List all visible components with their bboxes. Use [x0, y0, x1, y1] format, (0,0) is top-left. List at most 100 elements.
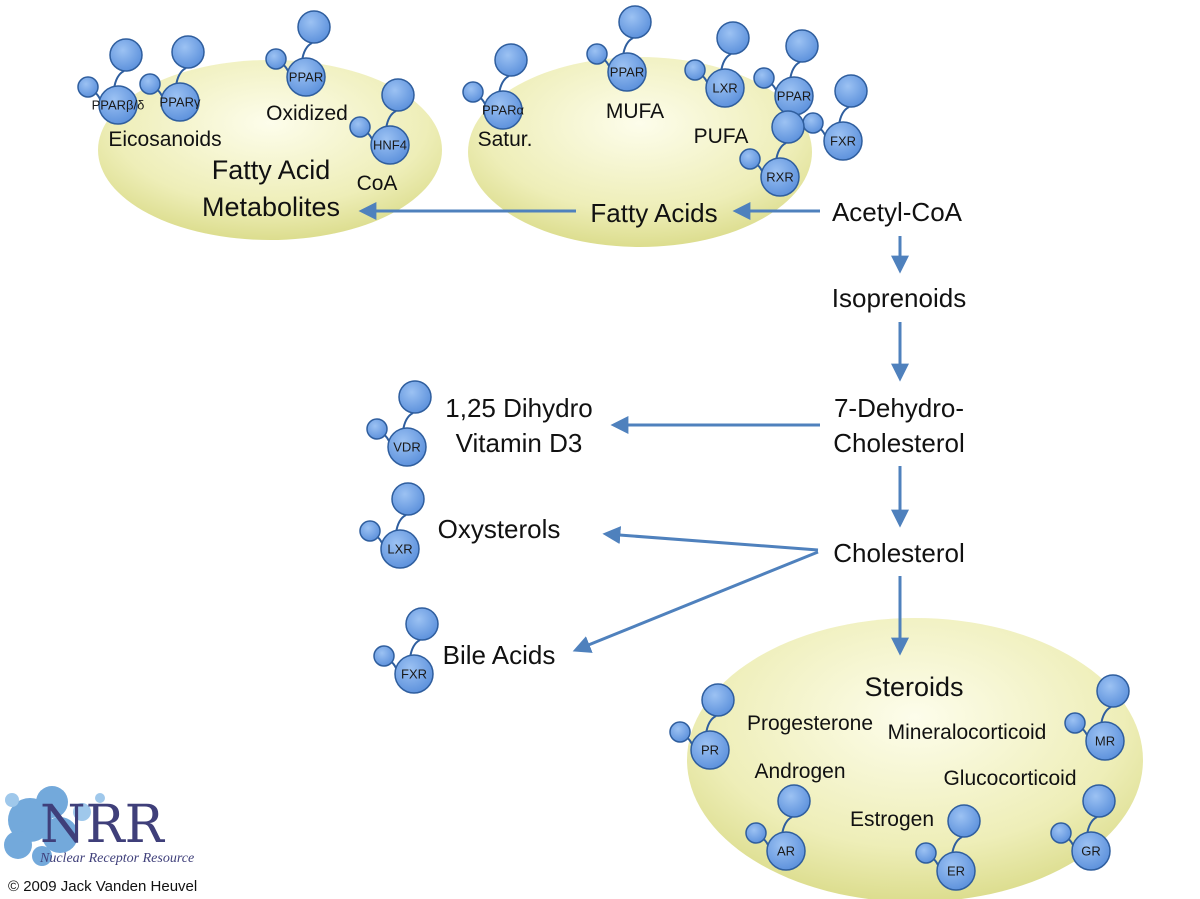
vitamin-d3-label-line1: 1,25 Dihydro: [445, 393, 592, 423]
receptor-label: HNF4: [373, 138, 407, 153]
estrogen-label: Estrogen: [850, 808, 934, 831]
receptor-body: [705, 68, 745, 108]
receptor-rxr-icon: RXR: [739, 110, 805, 197]
oxysterols-label: Oxysterols: [438, 514, 561, 544]
receptor-dna-domain: [753, 67, 775, 89]
dehydrocholesterol-label-line1: 7-Dehydro-: [834, 393, 964, 423]
receptor-body: [387, 427, 427, 467]
receptor-label: PR: [701, 743, 719, 758]
receptor-dna-domain: [802, 112, 824, 134]
androgen-label: Androgen: [754, 760, 845, 783]
receptor-ppar-a-icon: PPARα: [462, 43, 528, 130]
receptor-dna-domain: [366, 418, 388, 440]
receptor-body: [607, 52, 647, 92]
receptor-label: RXR: [766, 170, 793, 185]
receptor-ppar-oxidized-icon: PPAR: [265, 10, 331, 97]
receptor-label: PPARβ/δ: [92, 98, 145, 113]
receptor-gr-icon: GR: [1050, 784, 1116, 871]
receptor-label: PPAR: [610, 65, 644, 80]
mufa-label: MUFA: [606, 100, 664, 123]
satur-label: Satur.: [478, 128, 533, 151]
pufa-label: PUFA: [694, 125, 749, 148]
receptor-body: [760, 157, 800, 197]
receptor-fxr-bile-icon: FXR: [373, 607, 439, 694]
logo-splash-icon: [4, 786, 105, 866]
cholesterol-label: Cholesterol: [833, 538, 965, 568]
receptor-label: PPAR: [289, 70, 323, 85]
receptor-label: LXR: [387, 542, 412, 557]
logo-mark: NRR: [40, 795, 166, 855]
receptor-dna-domain: [745, 822, 767, 844]
receptor-label: AR: [777, 844, 795, 859]
receptor-ligand-domain: [494, 43, 528, 77]
logo-subtitle: Nuclear Receptor Resource: [39, 851, 194, 866]
receptor-ar-icon: AR: [745, 784, 811, 871]
receptor-label: VDR: [393, 440, 420, 455]
receptor-lxr-oxy-icon: LXR: [359, 482, 425, 569]
receptor-label: FXR: [830, 134, 856, 149]
receptor-ligand-domain: [405, 607, 439, 641]
receptor-body: [483, 90, 523, 130]
receptor-ligand-domain: [777, 784, 811, 818]
receptor-dna-domain: [349, 116, 371, 138]
receptor-dna-domain: [77, 76, 99, 98]
bile-acids-label: Bile Acids: [443, 640, 556, 670]
receptor-dna-domain: [684, 59, 706, 81]
receptor-dna-domain: [373, 645, 395, 667]
receptor-dna-domain: [669, 721, 691, 743]
receptor-label: GR: [1081, 844, 1101, 859]
receptor-vdr-icon: VDR: [366, 380, 432, 467]
receptor-ppar-g-icon: PPARγ: [139, 35, 205, 122]
receptor-er-icon: ER: [915, 804, 981, 891]
receptor-dna-domain: [359, 520, 381, 542]
receptor-body: [370, 125, 410, 165]
receptor-label: LXR: [712, 81, 737, 96]
coa-label: CoA: [357, 172, 398, 195]
receptor-hnf4-icon: HNF4: [349, 78, 415, 165]
receptor-dna-domain: [915, 842, 937, 864]
oxidized-label: Oxidized: [266, 102, 348, 125]
receptor-body: [766, 831, 806, 871]
receptor-mr-icon: MR: [1064, 674, 1130, 761]
mineralocorticoid-label: Mineralocorticoid: [888, 721, 1047, 744]
receptor-label: MR: [1095, 734, 1115, 749]
progesterone-label: Progesterone: [747, 712, 873, 735]
receptor-body: [1085, 721, 1125, 761]
receptor-ligand-domain: [398, 380, 432, 414]
arrow-cholesterol-to-bileacids: [572, 550, 819, 653]
vitamin-d3-label-line2: Vitamin D3: [456, 428, 583, 458]
receptor-ligand-domain: [947, 804, 981, 838]
receptor-body: [98, 85, 138, 125]
receptor-ligand-domain: [391, 482, 425, 516]
receptor-body: [823, 121, 863, 161]
receptor-dna-domain: [1050, 822, 1072, 844]
steroids-label: Steroids: [864, 672, 963, 702]
nrr-logo: NRR Nuclear Receptor Resource: [4, 786, 194, 866]
isoprenoids-label: Isoprenoids: [832, 283, 966, 313]
arrows: [358, 202, 909, 656]
receptor-body: [394, 654, 434, 694]
fatty-acid-metabolites-label-line2: Metabolites: [202, 192, 340, 222]
receptor-label: PPAR: [777, 89, 811, 104]
dehydrocholesterol-label-line2: Cholesterol: [833, 428, 965, 458]
receptor-ligand-domain: [834, 74, 868, 108]
receptor-label: FXR: [401, 667, 427, 682]
receptor-dna-domain: [265, 48, 287, 70]
receptor-dna-domain: [139, 73, 161, 95]
eicosanoids-label: Eicosanoids: [108, 128, 221, 151]
receptor-ligand-domain: [771, 110, 805, 144]
receptor-dna-domain: [586, 43, 608, 65]
receptor-ligand-domain: [297, 10, 331, 44]
glucocorticoid-label: Glucocorticoid: [943, 767, 1076, 790]
steroids-blob: [687, 618, 1143, 899]
receptor-label: ER: [947, 864, 965, 879]
receptor-ligand-domain: [1082, 784, 1116, 818]
copyright-text: © 2009 Jack Vanden Heuvel: [8, 878, 197, 895]
fatty-acid-metabolites-label-line1: Fatty Acid: [212, 155, 331, 185]
receptor-fxr-fa-icon: FXR: [802, 74, 868, 161]
receptor-label: PPARα: [482, 103, 524, 118]
receptor-body: [160, 82, 200, 122]
receptor-ligand-domain: [716, 21, 750, 55]
